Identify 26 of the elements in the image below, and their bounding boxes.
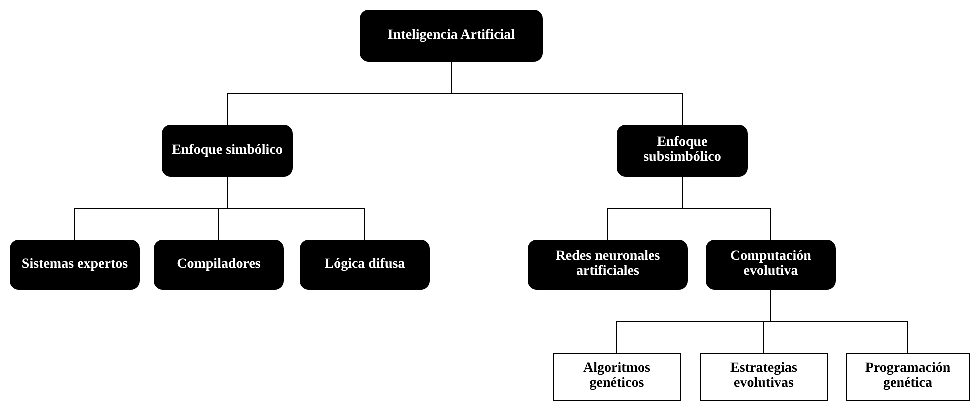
category-box bbox=[154, 240, 284, 290]
connector-line bbox=[227, 176, 366, 240]
category-box bbox=[10, 240, 140, 290]
box-label: Lógica difusa bbox=[324, 258, 406, 272]
box-label: Enfoque simbólico bbox=[172, 144, 283, 158]
category-box bbox=[700, 353, 828, 401]
box-label: Algoritmos genéticos bbox=[582, 362, 652, 392]
connector-line bbox=[770, 290, 908, 354]
connector-line bbox=[451, 62, 683, 126]
box-label: Estrategias evolutivas bbox=[730, 362, 798, 392]
connector-line bbox=[682, 176, 772, 240]
category-box bbox=[162, 125, 293, 177]
box-label: Computación evolutiva bbox=[730, 250, 812, 280]
category-box bbox=[528, 240, 688, 290]
category-box bbox=[617, 125, 748, 177]
category-box bbox=[300, 240, 430, 290]
box-label: Programación genética bbox=[864, 362, 952, 392]
category-box bbox=[846, 353, 970, 401]
category-box bbox=[360, 10, 543, 62]
box-label: Compiladores bbox=[177, 258, 261, 272]
category-box bbox=[553, 353, 681, 401]
box-label: Sistemas expertos bbox=[22, 258, 128, 272]
box-label: Inteligencia Artificial bbox=[388, 28, 516, 44]
box-label: Redes neuronales artificiales bbox=[554, 250, 662, 280]
category-box bbox=[706, 240, 836, 290]
box-label: Enfoque subsimbólico bbox=[642, 136, 722, 166]
